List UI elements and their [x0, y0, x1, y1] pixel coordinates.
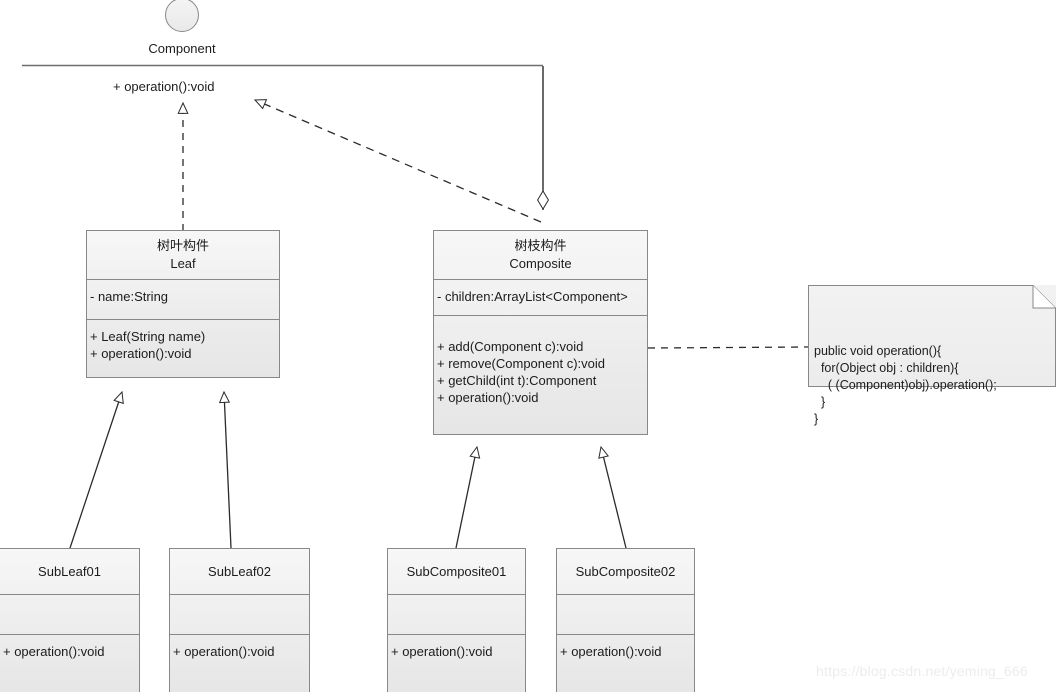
- class-attributes-subcomposite02: [557, 594, 694, 634]
- method-row: + add(Component c):void: [437, 339, 584, 354]
- edge-note-anchor-composite: [647, 346, 809, 349]
- method-row: + operation():void: [437, 390, 539, 405]
- class-box-subleaf02[interactable]: SubLeaf02 + operation():void: [169, 548, 310, 692]
- class-attributes-composite: - children:ArrayList<Component>: [434, 279, 647, 315]
- attribute-row: - children:ArrayList<Component>: [437, 289, 628, 304]
- class-title-subleaf02: SubLeaf02: [170, 549, 309, 594]
- class-title-subcomposite01: SubComposite01: [388, 549, 525, 594]
- class-attributes-subcomposite01: [388, 594, 525, 634]
- class-methods-subcomposite01: + operation():void: [388, 634, 525, 692]
- class-title-composite: 树枝构件 Composite: [434, 231, 647, 279]
- class-box-subcomposite02[interactable]: SubComposite02 + operation():void: [556, 548, 695, 692]
- edge-generalization-subleaf01-leaf: [69, 390, 124, 549]
- class-methods-subcomposite02: + operation():void: [557, 634, 694, 692]
- edge-generalization-subleaf02-leaf: [218, 390, 232, 549]
- class-title-subcomposite02: SubComposite02: [557, 549, 694, 594]
- method-row: + getChild(int t):Component: [437, 373, 597, 388]
- note-code-text: public void operation(){ for(Object obj …: [814, 344, 997, 426]
- class-attributes-leaf: - name:String: [87, 279, 279, 319]
- class-title-composite-cn: 树枝构件: [514, 239, 567, 254]
- method-row: + operation():void: [3, 644, 105, 659]
- method-row: + remove(Component c):void: [437, 356, 605, 371]
- class-box-composite[interactable]: 树枝构件 Composite - children:ArrayList<Comp…: [433, 230, 648, 435]
- method-row: + operation():void: [173, 644, 275, 659]
- class-methods-composite: + add(Component c):void + remove(Compone…: [434, 315, 647, 434]
- method-row: + operation():void: [560, 644, 662, 659]
- component-interface-circle-icon: [165, 0, 199, 32]
- class-title-leaf-cn: 树叶构件: [156, 239, 209, 254]
- watermark-text: https://blog.csdn.net/yeming_666: [816, 663, 1028, 679]
- class-title-subcomposite01-en: SubComposite01: [406, 564, 507, 579]
- method-row: + operation():void: [391, 644, 493, 659]
- class-title-composite-en: Composite: [509, 256, 572, 271]
- class-methods-subleaf02: + operation():void: [170, 634, 309, 692]
- class-box-subleaf01[interactable]: SubLeaf01 + operation():void: [0, 548, 140, 692]
- class-attributes-subleaf02: [170, 594, 309, 634]
- method-row: + operation():void: [90, 346, 192, 361]
- class-title-subleaf01-en: SubLeaf01: [38, 564, 101, 579]
- class-title-leaf-en: Leaf: [170, 256, 196, 271]
- class-methods-subleaf01: + operation():void: [0, 634, 139, 692]
- component-interface-label: Component: [148, 41, 216, 56]
- note-box-operation-code[interactable]: public void operation(){ for(Object obj …: [808, 285, 1056, 426]
- class-title-subleaf02-en: SubLeaf02: [208, 564, 271, 579]
- attribute-row: - name:String: [90, 289, 169, 304]
- method-row: + Leaf(String name): [90, 329, 206, 344]
- class-box-leaf[interactable]: 树叶构件 Leaf - name:String + Leaf(String na…: [86, 230, 280, 378]
- class-methods-leaf: + Leaf(String name) + operation():void: [87, 319, 279, 377]
- edge-generalization-subcomposite01-composite: [455, 445, 481, 549]
- edge-realization-composite-component: [253, 99, 542, 223]
- class-title-subleaf01: SubLeaf01: [0, 549, 139, 594]
- class-title-leaf: 树叶构件 Leaf: [87, 231, 279, 279]
- edge-generalization-subcomposite02-composite: [598, 445, 627, 549]
- class-attributes-subleaf01: [0, 594, 139, 634]
- class-box-subcomposite01[interactable]: SubComposite01 + operation():void: [387, 548, 526, 692]
- class-title-subcomposite02-en: SubComposite02: [575, 564, 676, 579]
- component-operation-label: + operation():void: [113, 79, 215, 94]
